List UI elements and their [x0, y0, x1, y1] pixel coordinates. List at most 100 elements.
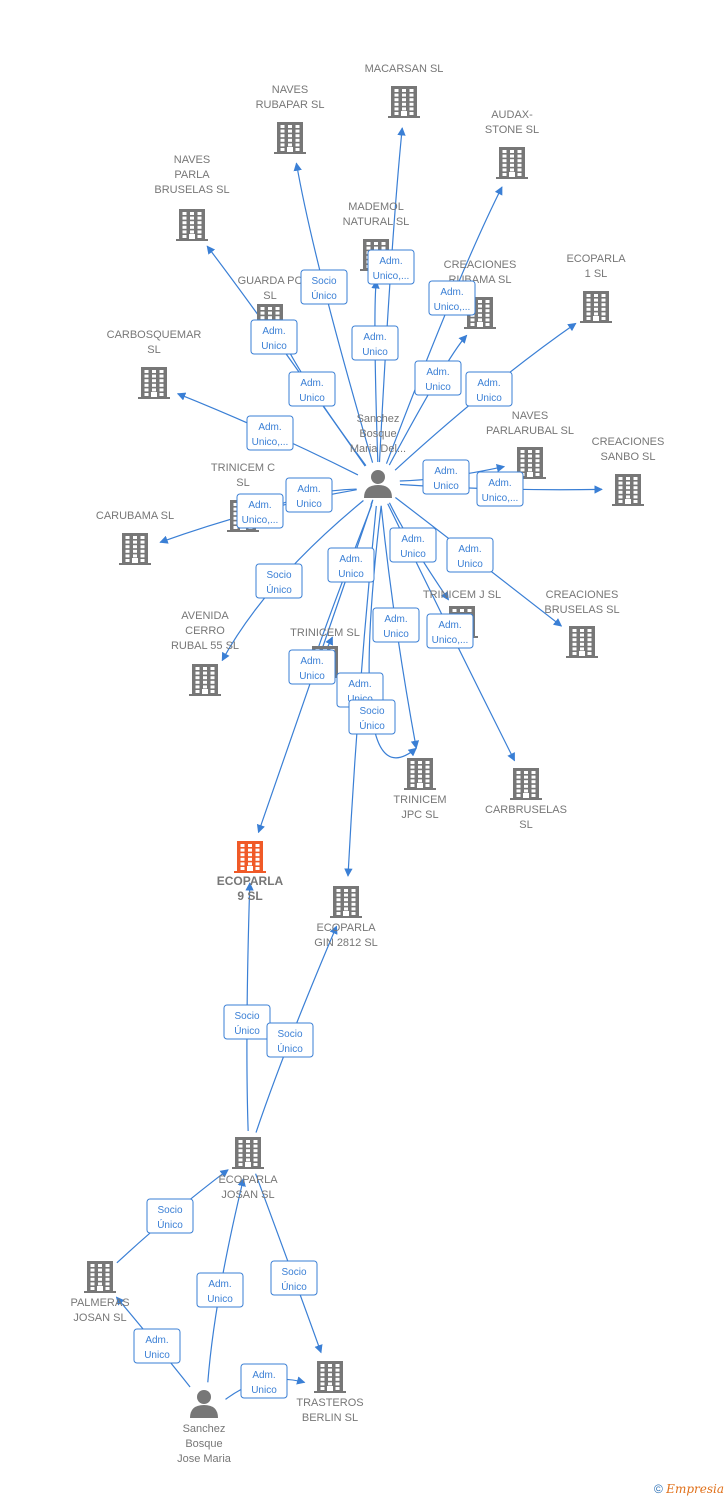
company-node-audax[interactable]: AUDAX- STONE SL: [485, 109, 539, 179]
edge-label-text: Adm.: [434, 466, 457, 477]
node-label: ECOPARLA: [218, 1174, 278, 1186]
edge-label[interactable]: Adm.Unico: [351, 325, 399, 361]
edge-label[interactable]: Adm.Unico: [414, 360, 462, 396]
company-node-macarsan[interactable]: MACARSAN SL: [365, 63, 444, 118]
node-label: 9 SL: [237, 889, 262, 903]
node-label: NATURAL SL: [343, 216, 410, 228]
node-label: Jose Maria: [177, 1453, 232, 1465]
copyright-symbol: ©: [653, 1482, 663, 1496]
node-label: AUDAX-: [491, 109, 533, 121]
footer-brand[interactable]: © Empresia: [654, 1482, 724, 1496]
edge-label[interactable]: Adm.Unico: [133, 1328, 181, 1364]
edge-label[interactable]: Adm. Unico,...: [476, 471, 524, 507]
building-icon: [330, 886, 362, 918]
node-label: CREACIONES: [546, 589, 619, 601]
building-icon: [514, 447, 546, 479]
building-icon: [234, 841, 266, 873]
node-label: SANBO SL: [600, 451, 655, 463]
edge-label-text: Adm.: [477, 378, 500, 389]
building-icon: [232, 1137, 264, 1169]
edge-label[interactable]: Adm.Unico,...: [426, 613, 474, 649]
company-node-carubama[interactable]: CARUBAMA SL: [96, 510, 174, 565]
building-icon: [189, 664, 221, 696]
node-label: Sanchez: [357, 413, 400, 425]
building-icon: [388, 86, 420, 118]
node-label: RUBAPAR SL: [256, 99, 325, 111]
edge-label[interactable]: Adm.Unico: [196, 1272, 244, 1308]
edge-label[interactable]: Adm.Unico: [422, 459, 470, 495]
edge-label-text: Socio: [359, 706, 384, 717]
edge-label-text: Único: [234, 1024, 260, 1037]
edge-label-text: Adm.: [300, 378, 323, 389]
edge-label-text: Único: [157, 1218, 183, 1231]
brand-name: mpresia: [674, 1482, 724, 1496]
building-icon: [510, 768, 542, 800]
edge-label[interactable]: Adm.Unico: [372, 607, 420, 643]
edge-label-text: Adm.: [297, 484, 320, 495]
edge-label-text: Único: [359, 719, 385, 732]
node-label: STONE SL: [485, 124, 539, 136]
node-label: Sanchez: [183, 1423, 226, 1435]
node-label: JOSAN SL: [73, 1312, 126, 1324]
edge-label-text: Adm.: [252, 1370, 275, 1381]
edge-label[interactable]: Adm.Unico: [288, 371, 336, 407]
edge-label[interactable]: Adm.Unico,...: [246, 415, 294, 451]
node-label: Bosque: [359, 428, 396, 440]
edge-label[interactable]: Adm.Unico: [288, 649, 336, 685]
edge-label-text: Unico,...: [482, 493, 519, 504]
node-label: NAVES: [512, 410, 548, 422]
edge-label-text: Adm.: [426, 367, 449, 378]
edge-label-text: Unico: [299, 671, 325, 682]
edge-label[interactable]: Adm.Unico: [465, 371, 513, 407]
edge-label[interactable]: Adm.Unico: [285, 477, 333, 513]
node-label: ECOPARLA: [217, 874, 284, 888]
node-label: TRINICEM C: [211, 462, 275, 474]
node-label: PALMERAS: [70, 1297, 129, 1309]
edge-label-text: Adm.: [488, 478, 511, 489]
edge-label[interactable]: Adm.Unico,...: [428, 280, 476, 316]
edge-label[interactable]: Adm.Unico: [446, 537, 494, 573]
edge-label[interactable]: Adm.Unico: [250, 319, 298, 355]
edge-label-text: Adm.: [438, 620, 461, 631]
edge-label[interactable]: Adm.Unico,...: [236, 493, 284, 529]
edge-label-text: Unico: [383, 629, 409, 640]
node-label: RUBAL 55 SL: [171, 640, 239, 652]
building-icon: [404, 758, 436, 790]
edge-label-text: Unico: [338, 569, 364, 580]
edge-label[interactable]: Adm.Unico,...: [367, 249, 415, 285]
company-node-palmeras[interactable]: PALMERAS JOSAN SL: [70, 1261, 130, 1324]
node-label: Bosque: [185, 1438, 222, 1450]
edge-label-text: Unico,...: [252, 437, 289, 448]
edge-label-text: Adm.: [348, 679, 371, 690]
node-label: NAVES: [174, 154, 210, 166]
edge-label[interactable]: Adm.Unico: [389, 527, 437, 563]
edge-label[interactable]: Adm.Unico: [240, 1363, 288, 1399]
node-label: CERRO: [185, 625, 225, 637]
edge-label[interactable]: Adm.Unico: [327, 547, 375, 583]
building-icon: [580, 291, 612, 323]
